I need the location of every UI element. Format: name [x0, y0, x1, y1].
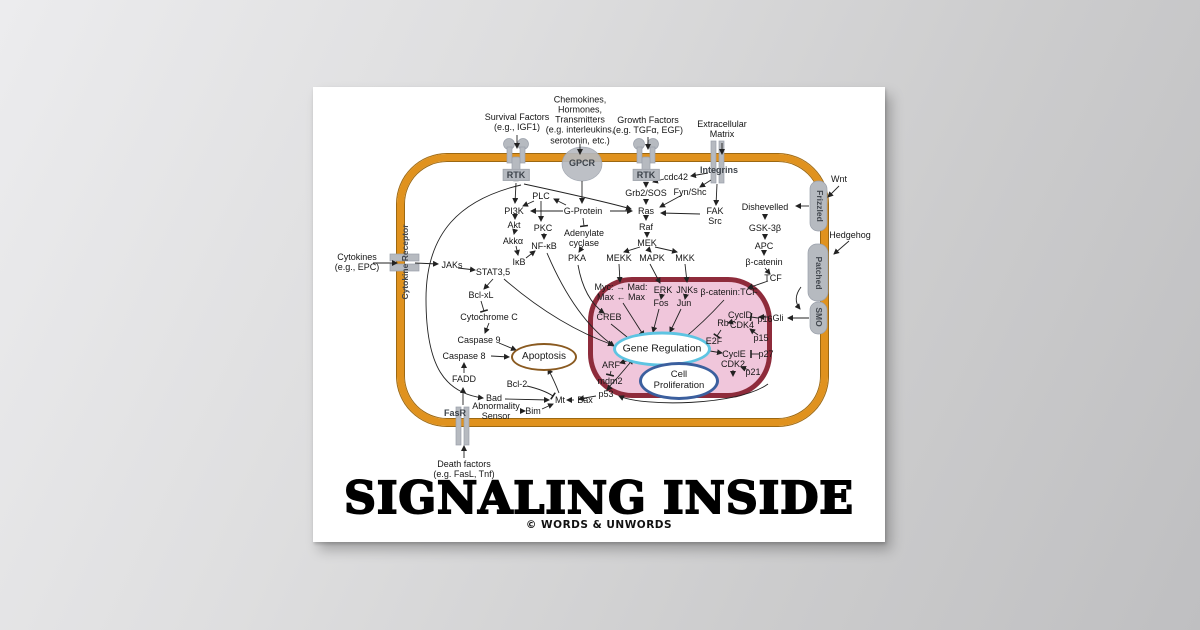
- node-hedgehog: Hedgehog: [829, 229, 871, 240]
- node-cycle: CyclE: [722, 348, 746, 359]
- node-p21: p21: [745, 366, 761, 377]
- oval-gene-regulation: Gene Regulation: [613, 331, 711, 367]
- node-tcf: TCF: [764, 272, 782, 283]
- node-creb: CREB: [596, 311, 622, 322]
- node-cdk4: CDK4: [729, 319, 755, 330]
- node-dishevelled: Dishevelled: [741, 201, 789, 212]
- node-fadd: FADD: [451, 373, 477, 384]
- node-p27: p27: [758, 348, 774, 359]
- node-mek: MEK: [637, 237, 657, 248]
- node-jaks: JAKs: [441, 259, 463, 270]
- node-arf: ARF: [602, 359, 620, 370]
- node-nf-kb: NF-κB: [531, 240, 557, 251]
- node-raf: Raf: [638, 221, 654, 232]
- node-bad: Bad: [485, 392, 503, 403]
- poster-title: SIGNALING INSIDE: [343, 472, 854, 525]
- node-e2f: E2F: [705, 335, 723, 346]
- node-bim: Bim: [525, 405, 541, 416]
- oval-apoptosis: Apoptosis: [511, 343, 577, 371]
- node-rtk-left: RTK: [502, 168, 530, 182]
- node-b-catenin: β-catenin: [745, 256, 783, 267]
- node-growth-factors: Growth Factors (e.g. TGFα, EGF): [612, 114, 684, 135]
- node-g-protein: G-Protein: [563, 205, 603, 216]
- node-cytokine-receptor: Cytokine Receptor: [400, 224, 411, 300]
- patched-receptor-icon: [807, 243, 829, 302]
- node-pka: PKA: [567, 252, 587, 263]
- node-patched: Patched: [813, 256, 824, 290]
- node-akka: Akkα: [502, 235, 524, 246]
- node-mkk: MKK: [675, 252, 695, 263]
- node-fos: Fos: [653, 297, 669, 308]
- node-smo: SMO: [813, 307, 824, 327]
- node-bcl-xl: Bcl-xL: [468, 289, 494, 300]
- node-mapk: MAPK: [639, 252, 665, 263]
- node-chemokines: Chemokines, Hormones, Transmitters (e.g.…: [545, 94, 615, 146]
- node-wnt: Wnt: [830, 173, 848, 184]
- node-ras: Ras: [637, 205, 655, 216]
- node-mekk: MEKK: [606, 252, 632, 263]
- node-p15: p15: [753, 332, 769, 343]
- node-myc-max: Myc: → Mad: Max ← Max: [594, 281, 648, 302]
- pathway-arrows-layer: [373, 135, 850, 458]
- node-death-factors: Death factors (e.g. FasL, Tnf): [433, 458, 495, 479]
- node-b-catenin-tcf: β-catenin:TCF: [700, 286, 758, 297]
- node-gli: Gli: [772, 312, 784, 323]
- node-erk: ERK: [653, 284, 673, 295]
- node-caspase-8: Caspase 8: [442, 350, 486, 361]
- node-fyn-shc: Fyn/Shc: [673, 186, 707, 197]
- integrin-receptor-icon: [710, 140, 725, 184]
- node-bcl-2: Bcl-2: [506, 378, 528, 389]
- node-adenylate-cyclase: Adenylate cyclase: [563, 227, 605, 248]
- node-plc: PLC: [532, 190, 550, 201]
- node-jun: Jun: [676, 297, 692, 308]
- node-stat3-5: STAT3,5: [475, 266, 511, 277]
- smo-receptor-icon: [809, 301, 828, 335]
- node-p53: p53: [598, 388, 614, 399]
- node-fasr: FasR: [443, 407, 467, 418]
- node-gpcr: GPCR: [568, 157, 596, 168]
- node-jnks: JNKs: [676, 284, 698, 295]
- node-integrins: Integrins: [699, 164, 739, 175]
- node-cycld: CyclD: [728, 309, 752, 320]
- node-mt: Mt: [555, 394, 565, 405]
- cytokine-receptor-icon: [389, 253, 420, 272]
- poster: Survival Factors (e.g., IGF1)Chemokines,…: [313, 87, 885, 542]
- node-extracellular-matrix: Extracellular Matrix: [697, 118, 747, 139]
- node-akt: Akt: [507, 219, 521, 230]
- node-bax: Bax: [577, 394, 593, 405]
- node-apc: APC: [754, 240, 774, 251]
- node-p16: p16: [757, 313, 773, 324]
- node-mdm2: mdm2: [597, 375, 623, 386]
- node-ikb: IκB: [512, 256, 526, 267]
- node-cdk2: CDK2: [720, 358, 746, 369]
- node-gsk-3b: GSK-3β: [748, 222, 782, 233]
- node-caspase-9: Caspase 9: [457, 334, 501, 345]
- node-cdc42: cdc42: [663, 171, 689, 182]
- node-pkc: PKC: [533, 222, 553, 233]
- oval-cell-proliferation: Cell Proliferation: [639, 362, 719, 400]
- frizzled-receptor-icon: [809, 180, 828, 232]
- node-abnormality-sensor: Abnormality Sensor: [472, 400, 520, 421]
- node-survival-factors: Survival Factors (e.g., IGF1): [484, 111, 550, 132]
- node-fak-src: FAK Src: [706, 205, 724, 226]
- node-grb2-sos: Grb2/SOS: [625, 187, 667, 198]
- node-cytokines: Cytokines (e.g., EPC): [334, 251, 380, 272]
- poster-credit: © WORDS & UNWORDS: [525, 519, 673, 531]
- node-frizzled: Frizzled: [814, 190, 825, 222]
- node-rtk-right: RTK: [632, 168, 660, 182]
- node-cytochrome-c: Cytochrome C: [460, 311, 518, 322]
- node-rb: Rb: [717, 317, 729, 328]
- node-pi3k: PI3K: [504, 205, 524, 216]
